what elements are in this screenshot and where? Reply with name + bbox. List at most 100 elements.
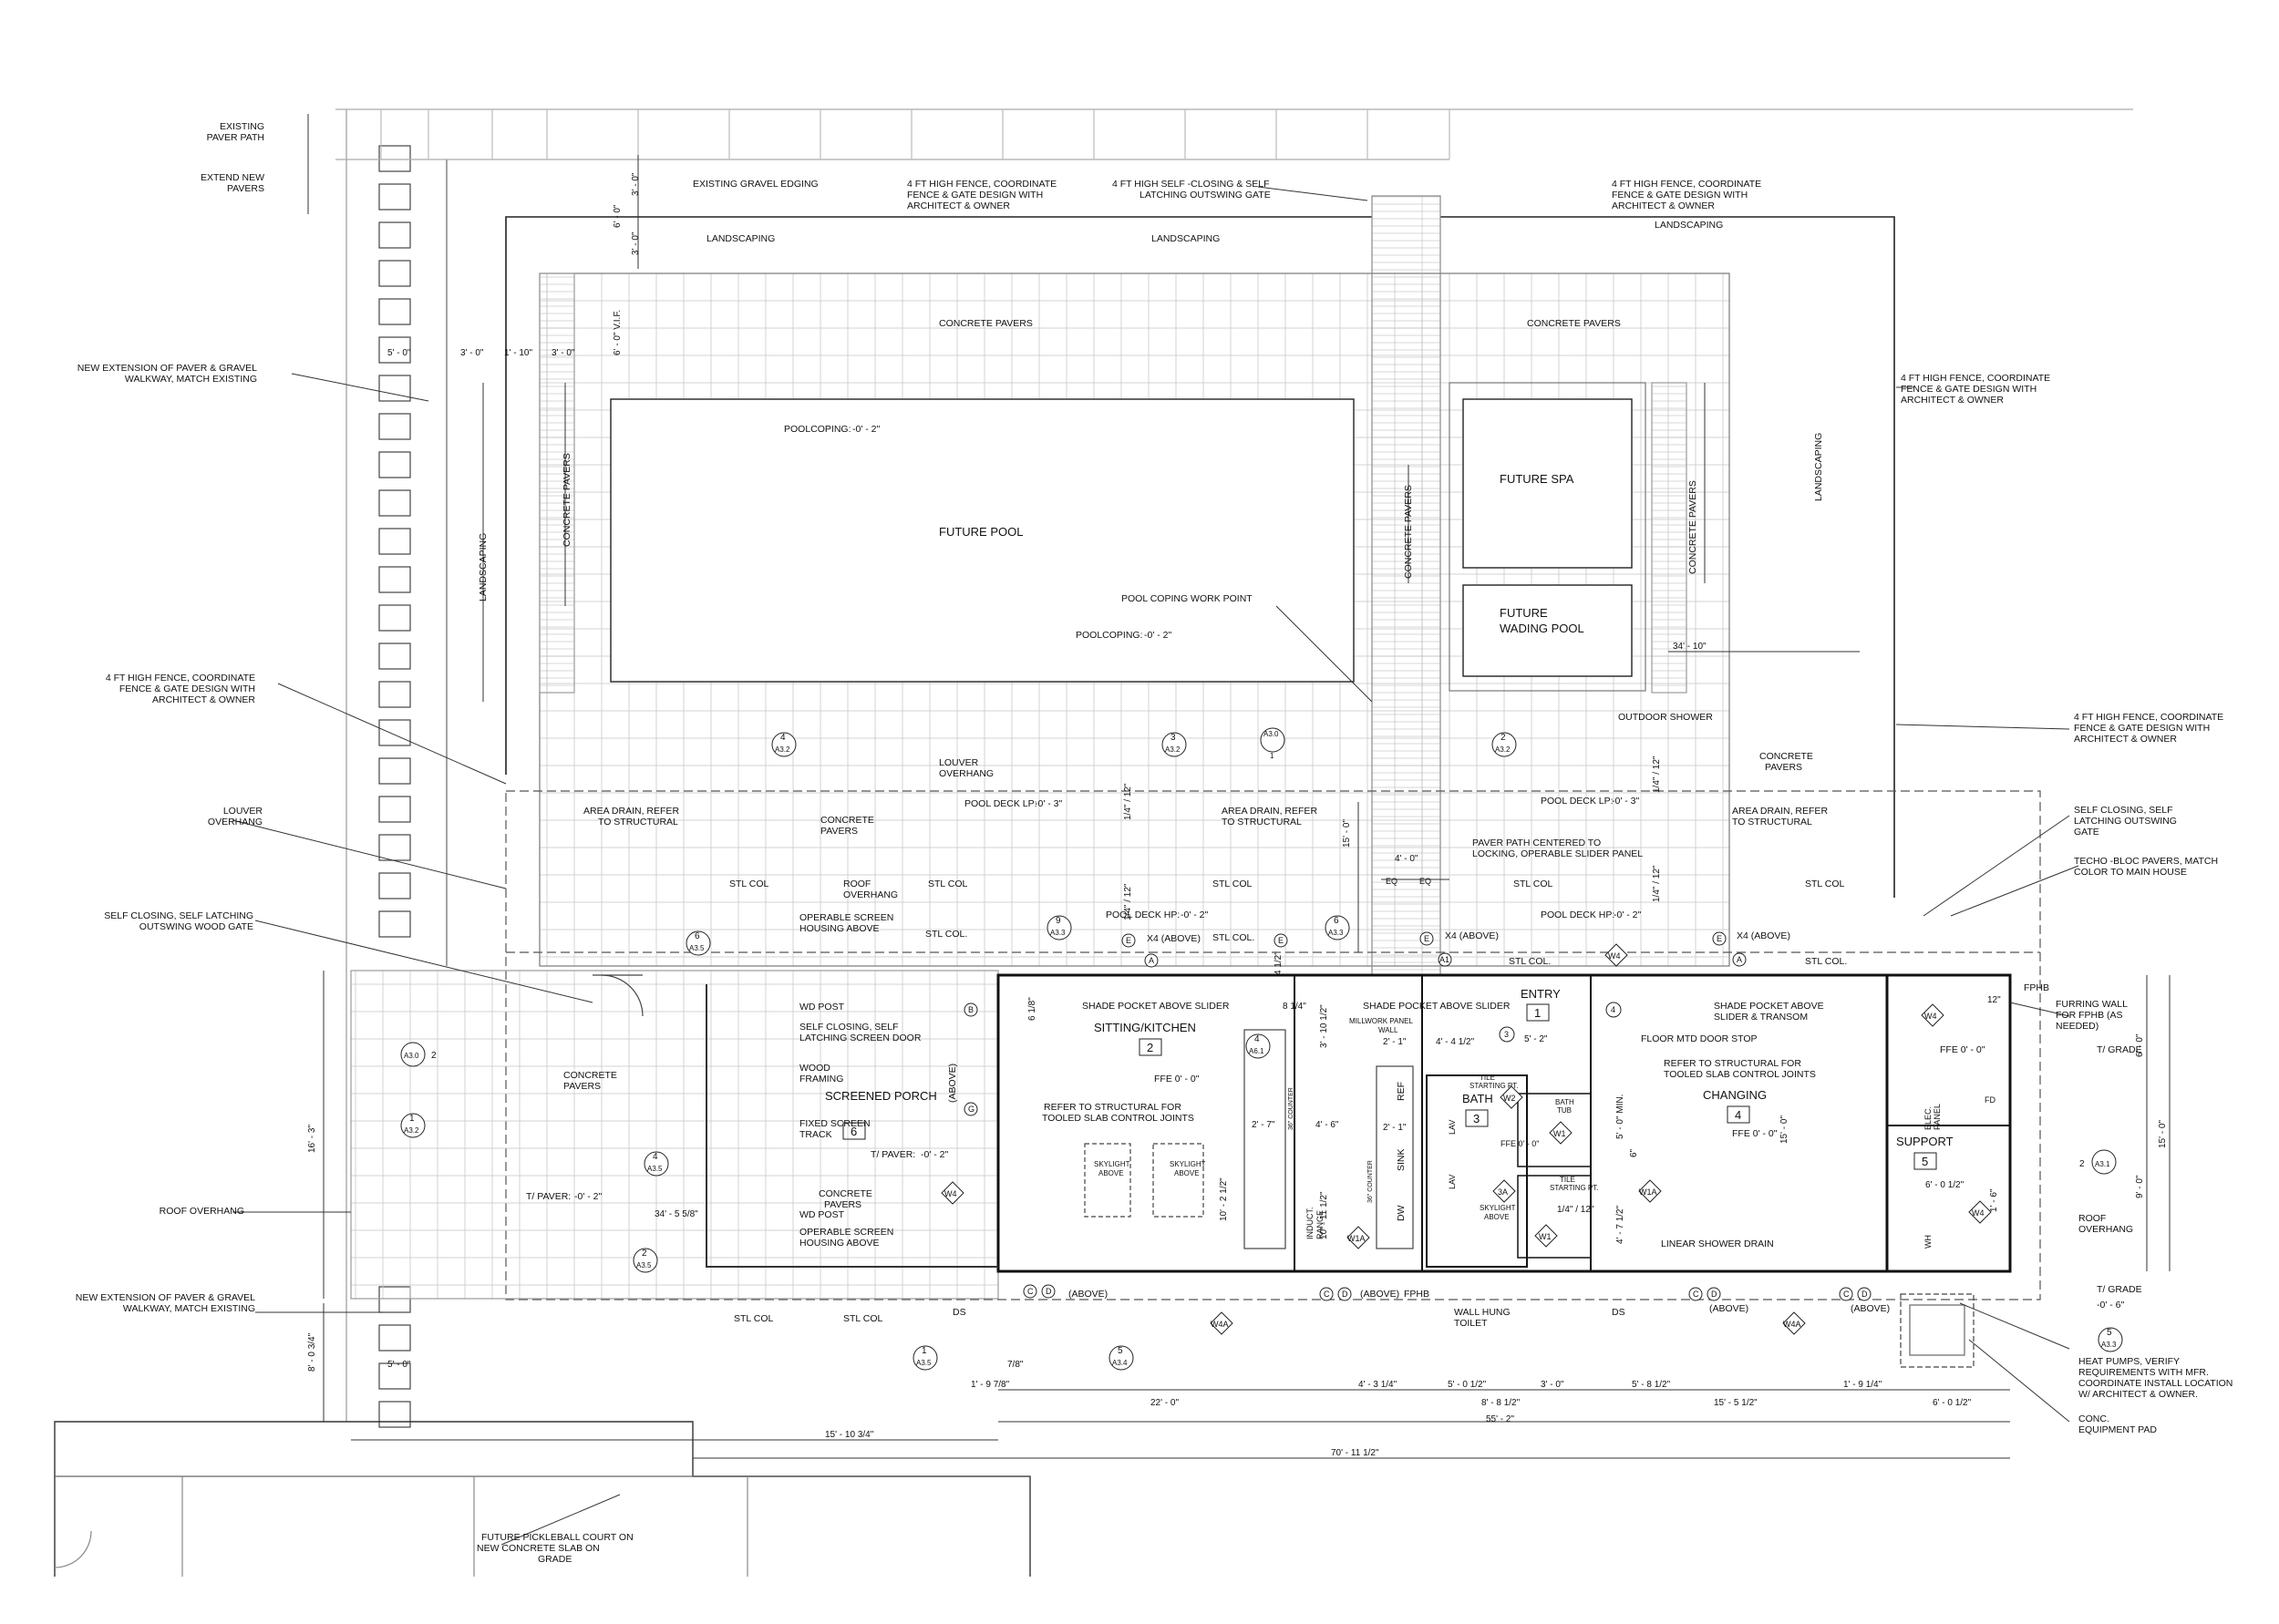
label-ffe-4: FFE 0' - 0" [1940,1044,1985,1055]
label-x4-above-1: X4 (ABOVE) [1147,933,1201,944]
label-pool-deck-hp-1: POOL DECK HP: [1106,910,1180,920]
label-landscaping-vert-right: LANDSCAPING [1813,433,1824,501]
label-x4-above-2: X4 (ABOVE) [1445,930,1499,941]
kitchen-island [1084,1143,1131,1218]
label-neg-6: -0' - 6" [2097,1300,2125,1311]
svg-text:A3.3: A3.3 [1328,929,1344,937]
linework [54,108,2171,1577]
label-gravel-edging: EXISTING GRAVEL EDGING [693,179,819,190]
label-eq-2: EQ [1419,877,1431,886]
label-stl-col-10: STL COL [734,1313,774,1324]
dim-bath-4-4: 4' - 4 1/2" [1436,1037,1475,1047]
grid-tag: A1 [1438,952,1452,967]
label-t-grade-1: T/ GRADE [2097,1044,2142,1055]
section-tag: 4A6.1 [1245,1033,1271,1059]
label-above-4: (ABOVE) [1851,1303,1890,1314]
label-elec-panel: ELEC.PANEL [1923,1104,1942,1130]
svg-text:W4A: W4A [1783,1320,1801,1329]
room-name-bath: BATH [1462,1092,1493,1105]
label-ffe-3: FFE 0' - 0" [1732,1128,1778,1139]
grid-tag: E [1712,931,1727,946]
porch-screen [706,984,998,1268]
svg-text:W1A: W1A [1639,1187,1657,1197]
window-tag: W4A [1210,1311,1233,1335]
label-stl-col-7: STL COL. [1212,932,1254,943]
room-number-sitting-kitchen: 2 [1147,1041,1153,1054]
existing-path-ticks [380,109,1450,159]
dim-mid-4: 4' - 0" [1395,854,1418,864]
dim-bottom-5: 3' - 0" [1541,1380,1564,1390]
label-dw: DW [1396,1205,1407,1221]
svg-text:2: 2 [2079,1159,2085,1169]
grid-tag: D [1041,1284,1056,1299]
svg-text:A3.5: A3.5 [647,1165,663,1173]
svg-text:3A: 3A [1498,1187,1508,1197]
svg-text:W4: W4 [1972,1208,1985,1218]
pickleball-court [54,1421,1031,1577]
label-future-spa: FUTURE SPA [1500,472,1574,486]
dim-right-9: 9' - 0" [2135,1175,2145,1198]
grid-tag: B [964,1002,978,1017]
svg-text:A: A [1149,956,1154,965]
svg-text:3: 3 [1504,1030,1509,1039]
svg-text:W1: W1 [1539,1232,1552,1241]
label-above-1: (ABOVE) [1068,1289,1108,1300]
dim-bottom-sub-2: 8' - 8 1/2" [1481,1398,1521,1408]
svg-text:D: D [1342,1290,1348,1299]
svg-text:4: 4 [1611,1005,1615,1014]
svg-text:2: 2 [431,1051,437,1061]
dim-mid-15: 15' - 0" [1342,819,1352,848]
svg-text:E: E [1126,936,1131,945]
svg-text:W2: W2 [1503,1094,1516,1103]
svg-text:A3.0: A3.0 [1263,730,1279,738]
door-tag: 3 [1499,1026,1515,1043]
svg-text:4: 4 [653,1152,658,1162]
window-tag: W4 [1968,1200,1992,1224]
svg-text:A3.5: A3.5 [636,1261,652,1269]
room-name-entry: ENTRY [1521,987,1561,1001]
section-tag: 5A3.4 [1109,1345,1134,1371]
dim-right-15: 15' - 0" [2158,1120,2168,1148]
label-shade-pocket-2: SHADE POCKET ABOVE SLIDER [1363,1001,1511,1012]
label-fd: FD [1985,1095,1995,1105]
dim-quarter-1: 1/4" / 12" [1123,783,1133,820]
section-tag: 6A3.3 [1325,915,1350,940]
dim-bath-2-1b: 2' - 1" [1383,1123,1407,1133]
svg-text:4: 4 [780,733,786,743]
label-pool-coping-1: POOLCOPING: [784,424,851,435]
dim-mid-34-5: 34' - 5 5/8" [655,1209,698,1219]
label-concrete-pavers-1: CONCRETE PAVERS [939,318,1033,329]
label-stl-col-11: STL COL [843,1313,883,1324]
svg-text:A3.2: A3.2 [1495,745,1511,754]
dim-quarter-2: 1/4" / 12" [1123,883,1133,920]
label-pool-deck-lp-val-2: -0' - 3" [1612,796,1640,807]
dim-left-3: 3' - 0" [460,348,484,358]
label-landscaping-3: LANDSCAPING [1655,220,1723,231]
porch-pavers [350,970,999,1300]
grid-tag: G [964,1102,978,1116]
walkway-pavers-left [345,109,448,1428]
svg-text:A3.3: A3.3 [2101,1341,2117,1349]
label-stl-col-6: STL COL. [925,929,967,940]
room-number-changing: 4 [1735,1108,1741,1122]
section-tag: A3.01 [1260,727,1285,760]
label-pool-deck-hp-2: POOL DECK HP: [1541,910,1614,920]
label-pool-deck-lp-val-1: -0' - 3" [1035,798,1063,809]
door-tags: 3 4 [1499,1002,1622,1043]
room-number-bath: 3 [1473,1112,1480,1125]
dim-bottom-7: 15' - 5 1/2" [1714,1398,1758,1408]
